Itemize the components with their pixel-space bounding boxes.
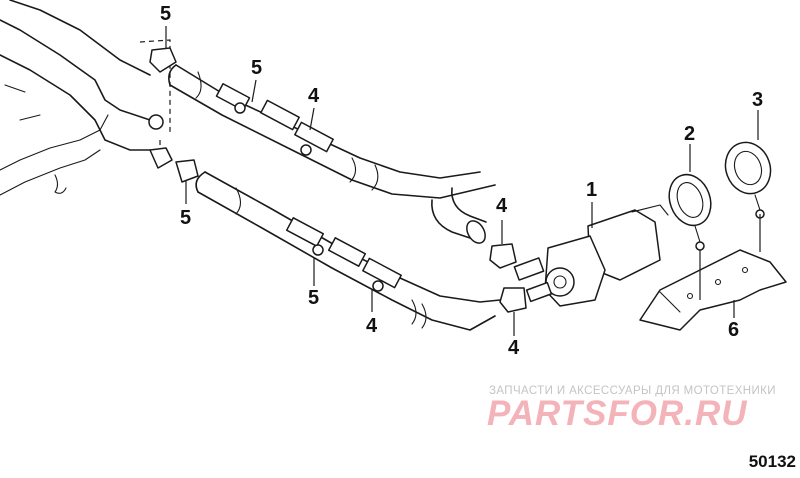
upper-coolant-hose <box>168 64 496 199</box>
callout-3-strap: 3 <box>752 89 764 111</box>
callout-2-strap: 2 <box>684 123 696 145</box>
mounting-strap-2 <box>668 173 712 251</box>
lower-fitting-5 <box>149 147 199 183</box>
callout-5-lower-fitting: 5 <box>180 207 192 229</box>
callout-4-lower-hose: 4 <box>366 315 378 337</box>
callout-5-lower-hose: 5 <box>308 287 320 309</box>
pump-inlet-hose <box>431 187 487 244</box>
mounting-bracket-6 <box>639 249 787 331</box>
callout-1-pump: 1 <box>586 179 598 201</box>
watermark-subtitle: ЗАПЧАСТИ И АКСЕССУАРЫ ДЛЯ МОТОТЕХНИКИ <box>489 385 776 397</box>
callout-5-upper-hose: 5 <box>251 57 263 79</box>
figure-number: 50132 <box>748 452 796 471</box>
mounting-strap-3 <box>724 141 772 219</box>
electric-pump-1 <box>513 204 669 307</box>
callout-5-top: 5 <box>160 3 172 25</box>
callout-4-pump-inlet: 4 <box>496 195 508 217</box>
pump-clamp-4-lower <box>499 287 527 313</box>
engine-manifold-outline <box>0 0 171 196</box>
upper-fitting-5 <box>148 47 177 130</box>
leader-lines <box>165 26 761 336</box>
lower-hose-clamp-4 <box>362 257 402 292</box>
lower-hose-clamp-5 <box>285 217 367 267</box>
watermark-logo: PARTSFOR.RU <box>487 394 748 433</box>
callout-6-bracket: 6 <box>728 319 740 341</box>
callout-4-upper-hose: 4 <box>308 85 320 107</box>
upper-hose-clamp-4 <box>260 99 334 156</box>
upper-hose-clamp-5 <box>215 83 251 114</box>
pump-clamp-4-upper <box>489 243 517 269</box>
callout-4-pump-outlet: 4 <box>508 337 520 359</box>
